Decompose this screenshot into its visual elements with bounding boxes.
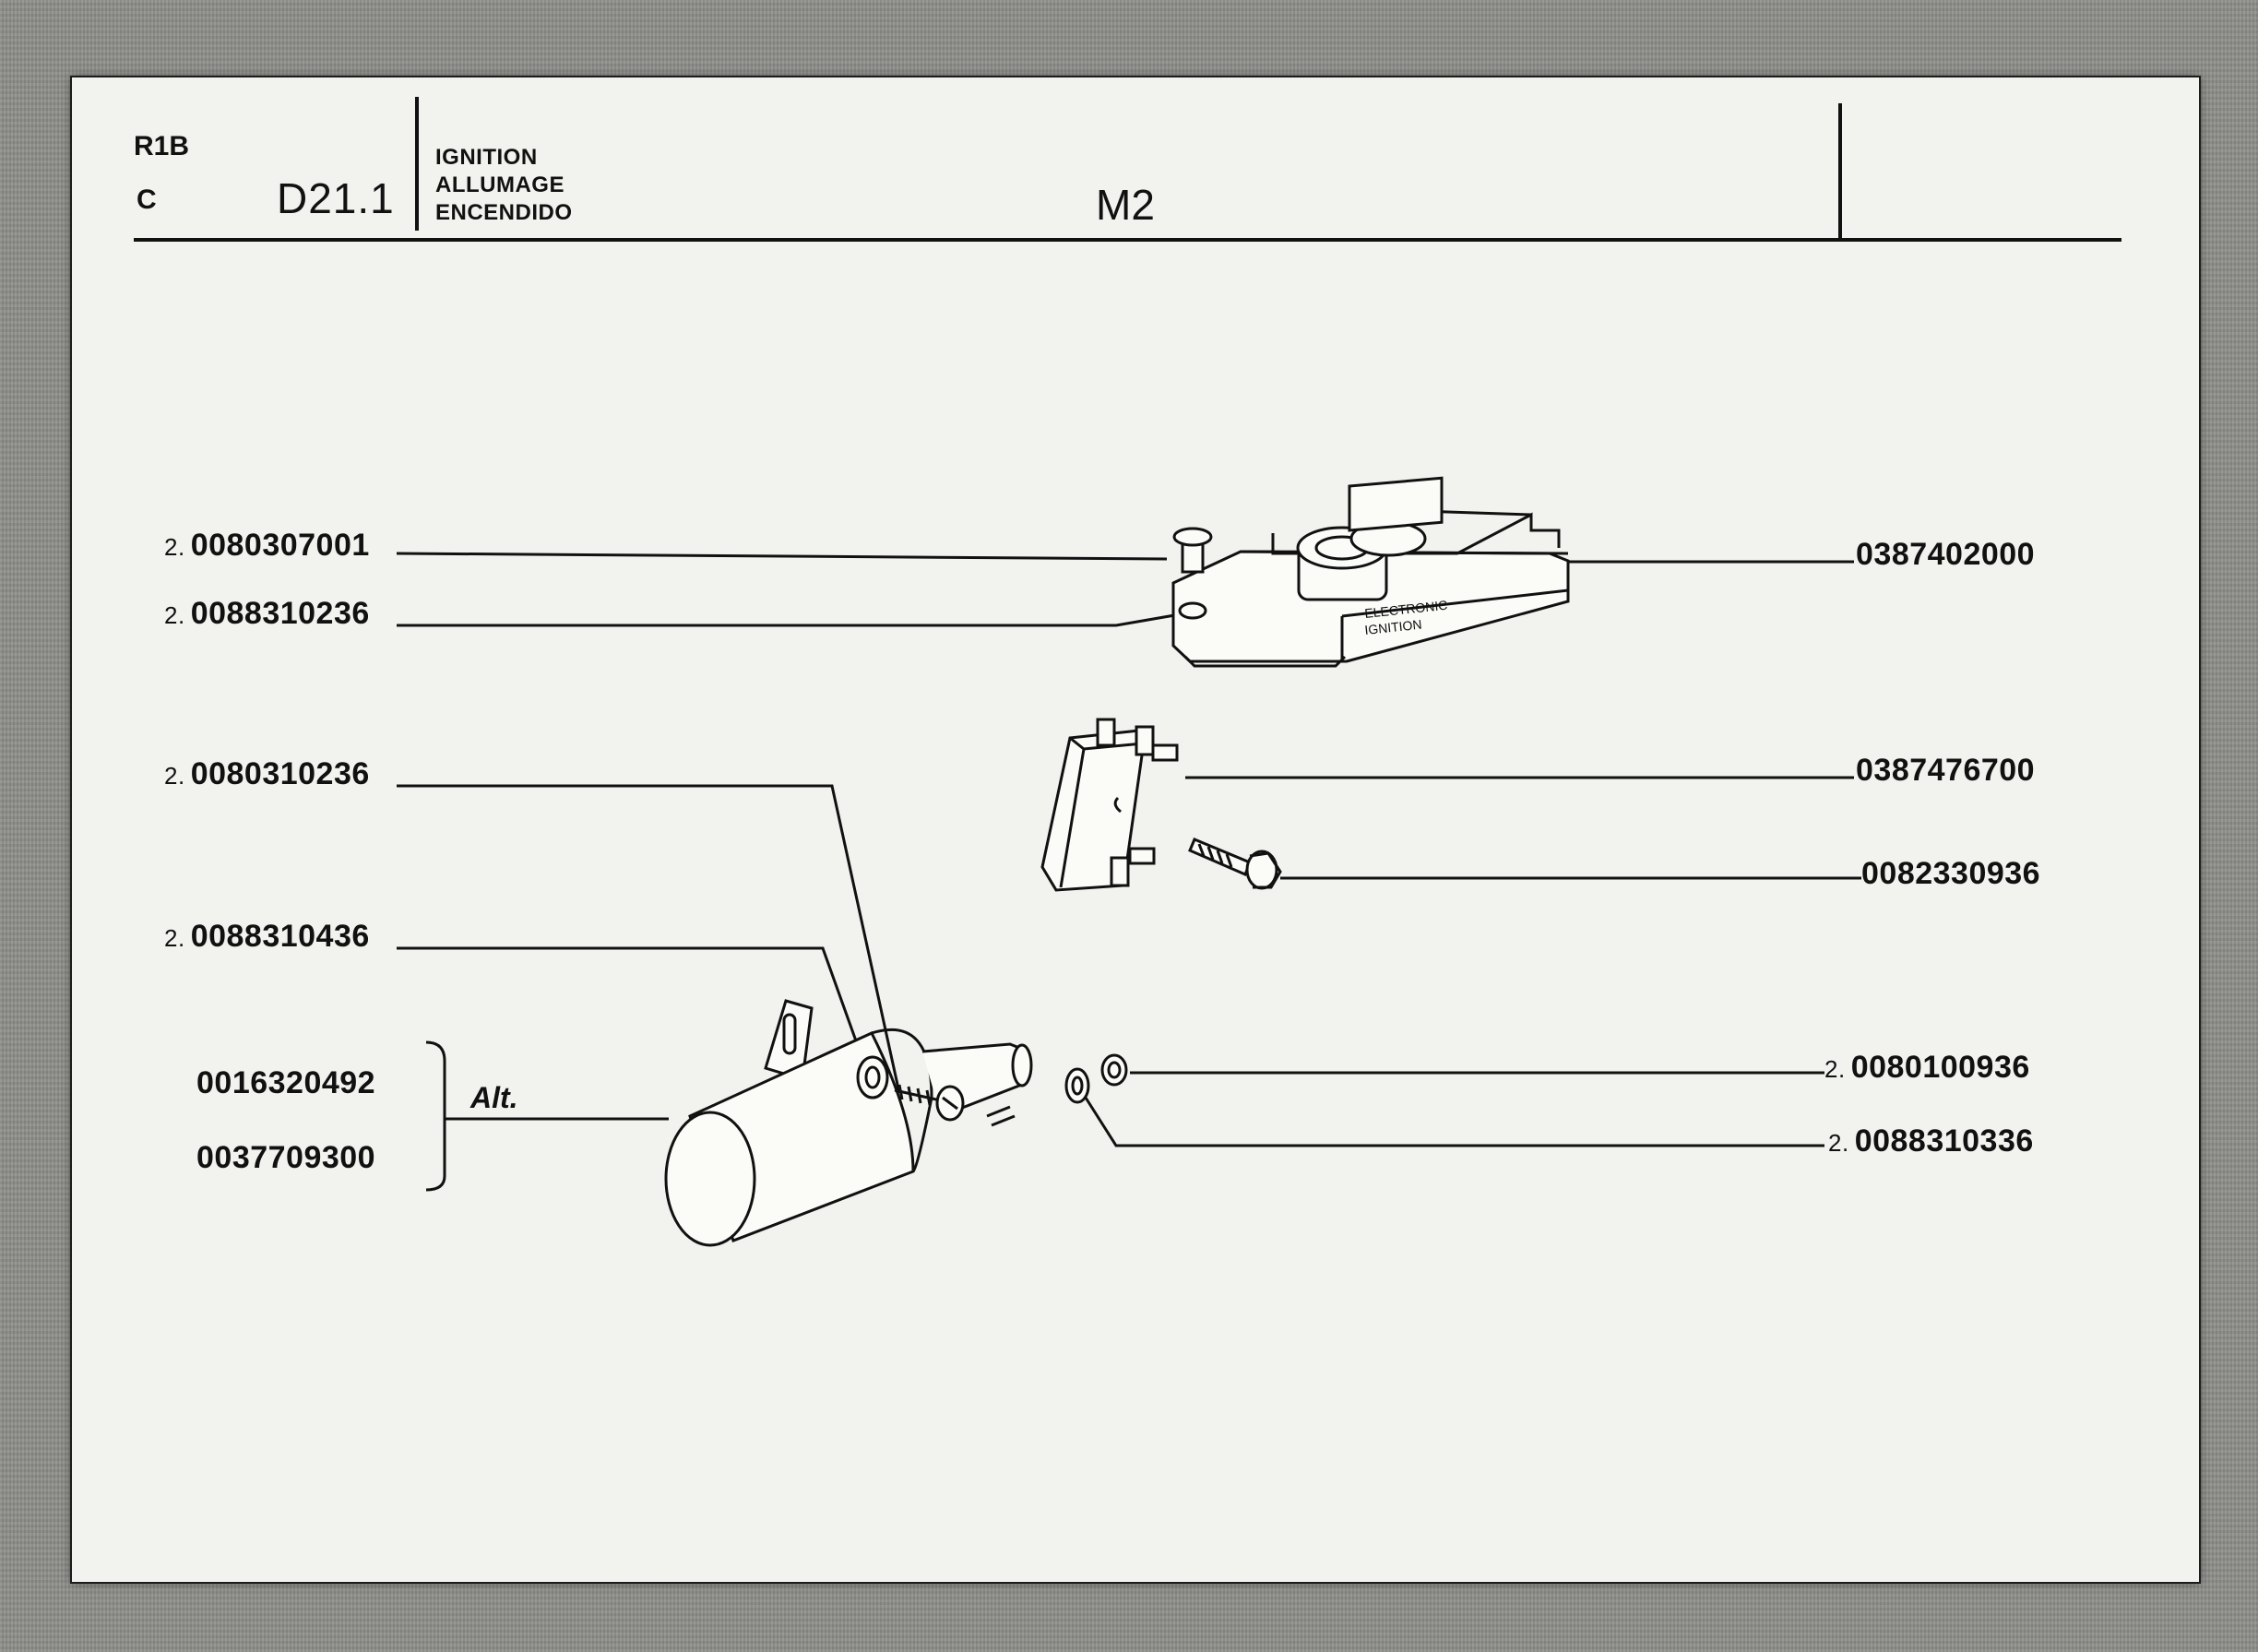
part-number: 0387476700	[1856, 753, 2036, 788]
title-spanish: ENCENDIDO	[435, 200, 573, 225]
part-number: 0088310236	[190, 596, 370, 631]
leader-line-0080310236	[397, 784, 901, 1094]
part-label-left-1: 2.0080307001	[164, 528, 370, 564]
section-code: D21.1	[277, 174, 395, 222]
title-english: IGNITION	[435, 145, 538, 170]
alt-part-number-1: 0016320492	[196, 1065, 376, 1100]
alt-bracket	[425, 1040, 446, 1192]
part-qty: 2.	[164, 924, 185, 952]
line-code: R1B	[134, 131, 190, 161]
ignition-coil	[664, 999, 1033, 1247]
part-number: 0088310336	[1854, 1123, 2034, 1159]
alt-label: Alt.	[470, 1081, 518, 1114]
title-french: ALLUMAGE	[435, 172, 564, 197]
model-code: M2	[1096, 181, 1155, 229]
part-number: 0080310236	[190, 756, 370, 791]
part-label-right-1: 0387402000	[1856, 537, 2035, 573]
part-number: 0088310436	[190, 919, 370, 954]
part-label-right-3: 0082330936	[1861, 856, 2040, 892]
electronic-ignition-module	[1171, 476, 1570, 668]
parts-sheet	[72, 77, 2199, 1582]
part-qty: 2.	[164, 533, 185, 561]
part-number: 0080307001	[190, 528, 370, 563]
connector-block	[1040, 718, 1179, 892]
washer-and-nut	[1064, 1053, 1128, 1104]
part-number: 0387402000	[1856, 537, 2036, 572]
leader-line-0080307001	[396, 552, 1168, 561]
part-number: 0082330936	[1861, 856, 2041, 891]
part-qty: 2.	[164, 601, 185, 629]
part-qty: 2.	[164, 762, 185, 790]
part-qty: 2.	[1828, 1129, 1849, 1157]
part-number: 0080100936	[1850, 1050, 2030, 1085]
leader-line-0088310436	[397, 946, 864, 1060]
leader-line-0088310236	[397, 612, 1186, 627]
module-label-line2: IGNITION	[1364, 617, 1423, 637]
part-label-right-5: 2.0088310336	[1828, 1123, 2034, 1159]
part-qty: 2.	[1824, 1055, 1846, 1083]
leader-line-0088310336	[1084, 1097, 1824, 1147]
part-label-left-2: 2.0088310236	[164, 596, 370, 632]
variant-code: C	[137, 184, 157, 215]
part-label-right-2: 0387476700	[1856, 753, 2035, 789]
part-label-left-3: 2.0080310236	[164, 756, 370, 792]
part-label-right-4: 2.0080100936	[1824, 1050, 2030, 1086]
part-label-left-4: 2.0088310436	[164, 919, 370, 955]
bolt-0082330936	[1188, 838, 1282, 890]
alt-part-number-2: 0037709300	[196, 1140, 376, 1175]
